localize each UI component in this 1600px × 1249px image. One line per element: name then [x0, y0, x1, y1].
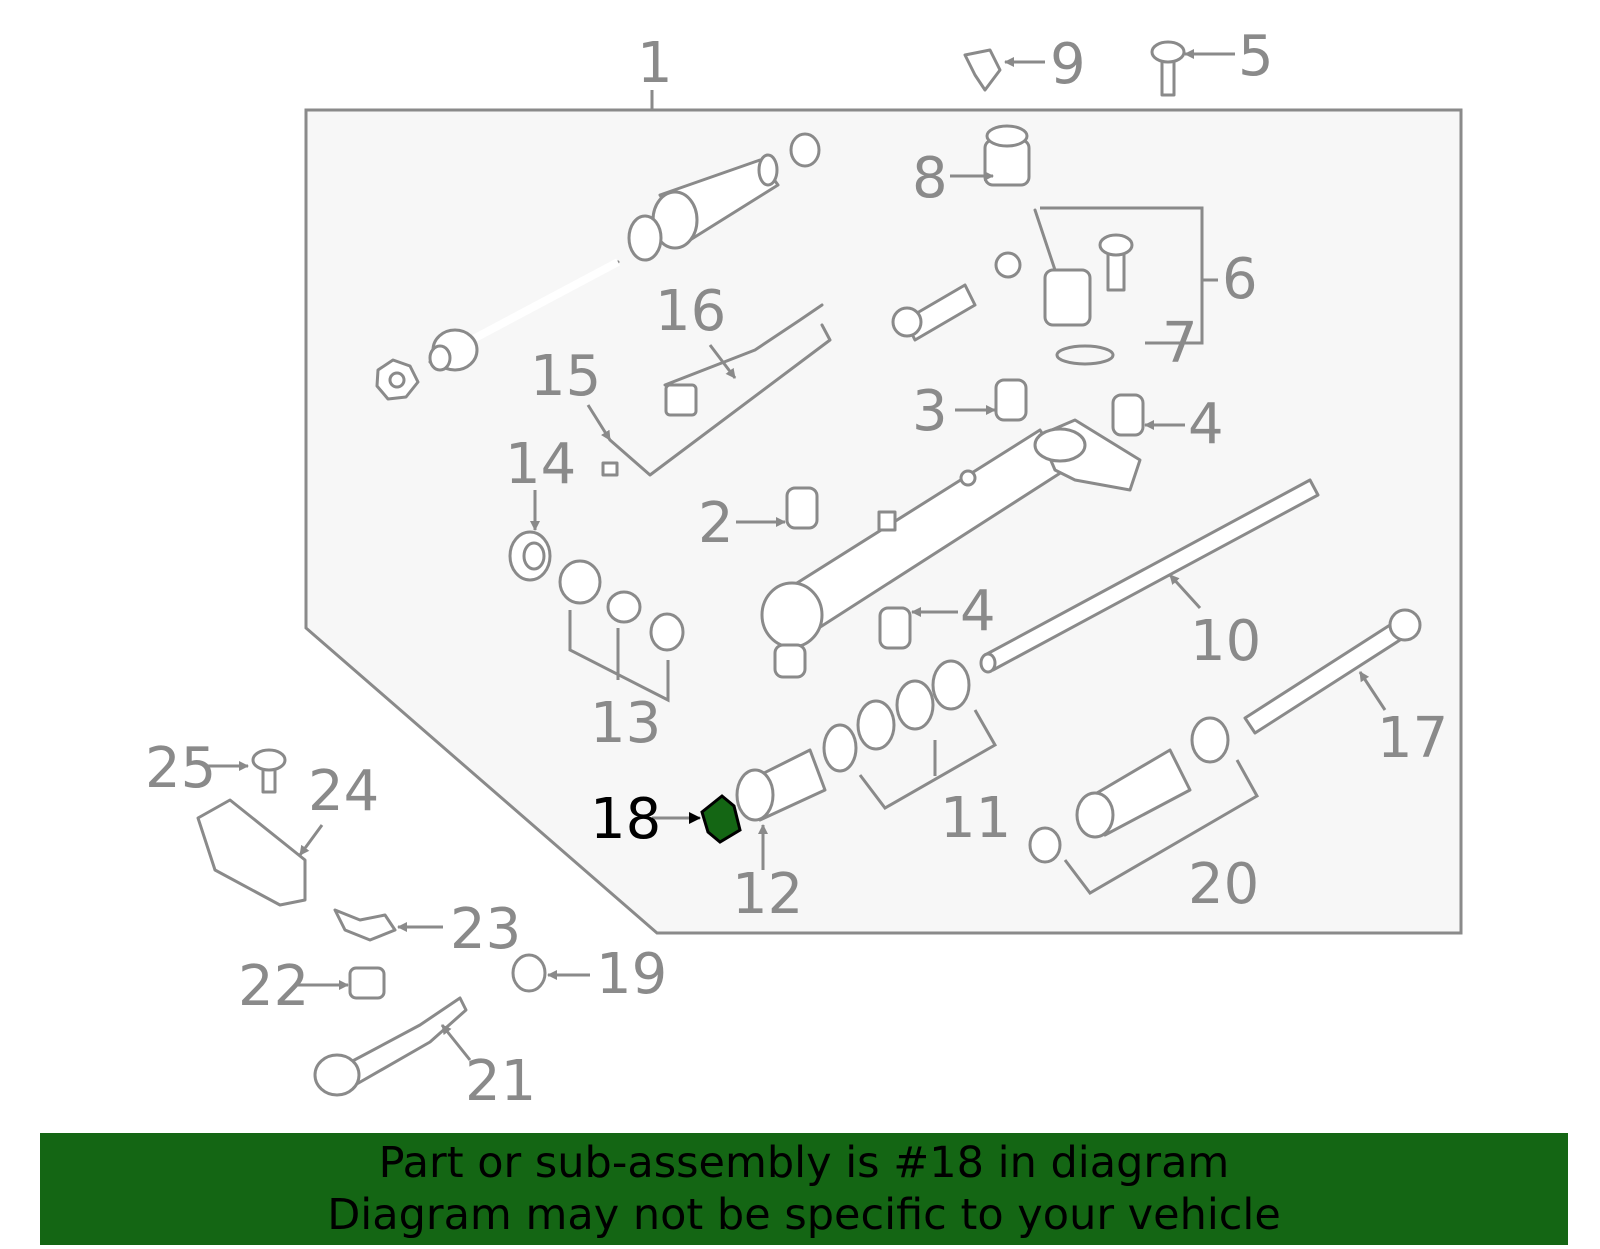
- callout-1: 1: [637, 31, 673, 96]
- part-23-clip: [333, 908, 397, 942]
- rings-11: [822, 659, 971, 773]
- part-6-housing: [891, 208, 1134, 366]
- rack-boot-upper: [627, 132, 821, 262]
- part-5-bolt: [1150, 40, 1186, 97]
- part-24-bracket: [196, 798, 307, 907]
- callout-25: 25: [145, 736, 216, 801]
- callout-4-lower: 4: [960, 579, 996, 644]
- bushing-4-lower: [878, 606, 912, 650]
- callout-8: 8: [912, 146, 948, 211]
- callout-6: 6: [1222, 247, 1258, 312]
- callout-21: 21: [465, 1049, 536, 1114]
- banner-line-2: Diagram may not be specific to your vehi…: [327, 1190, 1281, 1240]
- callout-12: 12: [732, 862, 803, 927]
- callout-20: 20: [1188, 852, 1259, 917]
- part-9-clip: [963, 48, 1002, 92]
- steering-gear-housing: [760, 418, 1142, 679]
- callout-16: 16: [655, 279, 726, 344]
- seal-13-set: [558, 559, 685, 652]
- callout-10: 10: [1190, 609, 1261, 674]
- callout-22: 22: [238, 954, 309, 1019]
- callout-23: 23: [450, 897, 521, 962]
- callout-11: 11: [940, 786, 1011, 851]
- part-22-nut: [348, 966, 386, 1000]
- callout-17: 17: [1377, 706, 1448, 771]
- banner-line-1: Part or sub-assembly is #18 in diagram: [378, 1138, 1230, 1188]
- callout-3: 3: [912, 379, 948, 444]
- part-25-bolt: [251, 748, 287, 794]
- inner-tie-rod-upper: [428, 258, 620, 372]
- callout-24: 24: [308, 759, 379, 824]
- part-19-nut: [511, 953, 547, 993]
- part-8-valve: [983, 124, 1031, 187]
- part-21-tie-rod-end: [313, 996, 468, 1097]
- bushing-4-upper: [1111, 393, 1145, 437]
- rack-boot-lower: [1028, 716, 1230, 864]
- part-18-highlighted[interactable]: [700, 794, 742, 844]
- info-banner: Part or sub-assembly is #18 in diagram D…: [40, 1133, 1568, 1245]
- inner-tie-rod-lower: [1243, 608, 1422, 735]
- lock-nut: [375, 358, 420, 401]
- seal-14: [508, 530, 552, 582]
- pipe-15-16: [601, 303, 832, 477]
- part-12-sleeve: [735, 748, 827, 822]
- steering-rack-parts-diagram: 1 9 5 8 6 7 16 15 3 4 14 2 4 10 13 17 11…: [145, 24, 1463, 1114]
- callout-4: 4: [1188, 392, 1224, 457]
- bushing-2: [785, 486, 819, 530]
- callout-9: 9: [1050, 32, 1086, 97]
- callout-18[interactable]: 18: [590, 787, 661, 852]
- callout-7: 7: [1162, 311, 1198, 376]
- rack-bar: [979, 478, 1320, 674]
- callout-5: 5: [1238, 24, 1274, 89]
- callout-15: 15: [530, 344, 601, 409]
- callout-19: 19: [596, 942, 667, 1007]
- callout-2: 2: [698, 491, 734, 556]
- callout-13: 13: [590, 691, 661, 756]
- bushing-3: [994, 378, 1028, 422]
- callout-14: 14: [505, 432, 576, 497]
